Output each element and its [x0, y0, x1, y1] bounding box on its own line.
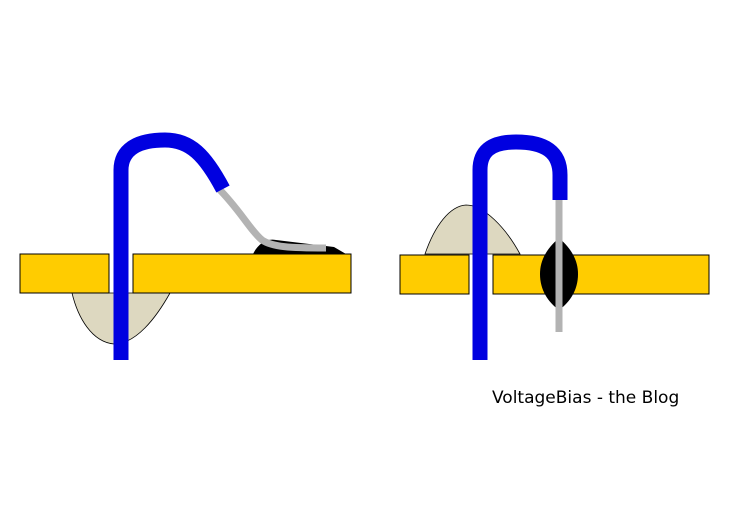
blog-caption: VoltageBias - the Blog: [492, 388, 680, 408]
board-segment-right: [568, 254, 710, 295]
board-segment-right: [132, 253, 352, 294]
board-segment-left: [19, 253, 110, 294]
bare-wire-lead: [215, 185, 327, 252]
right-panel: [399, 134, 710, 360]
insulated-wire: [472, 134, 568, 360]
board-segment-left: [399, 254, 470, 295]
left-panel: [19, 132, 352, 360]
insulated-wire: [113, 132, 230, 360]
